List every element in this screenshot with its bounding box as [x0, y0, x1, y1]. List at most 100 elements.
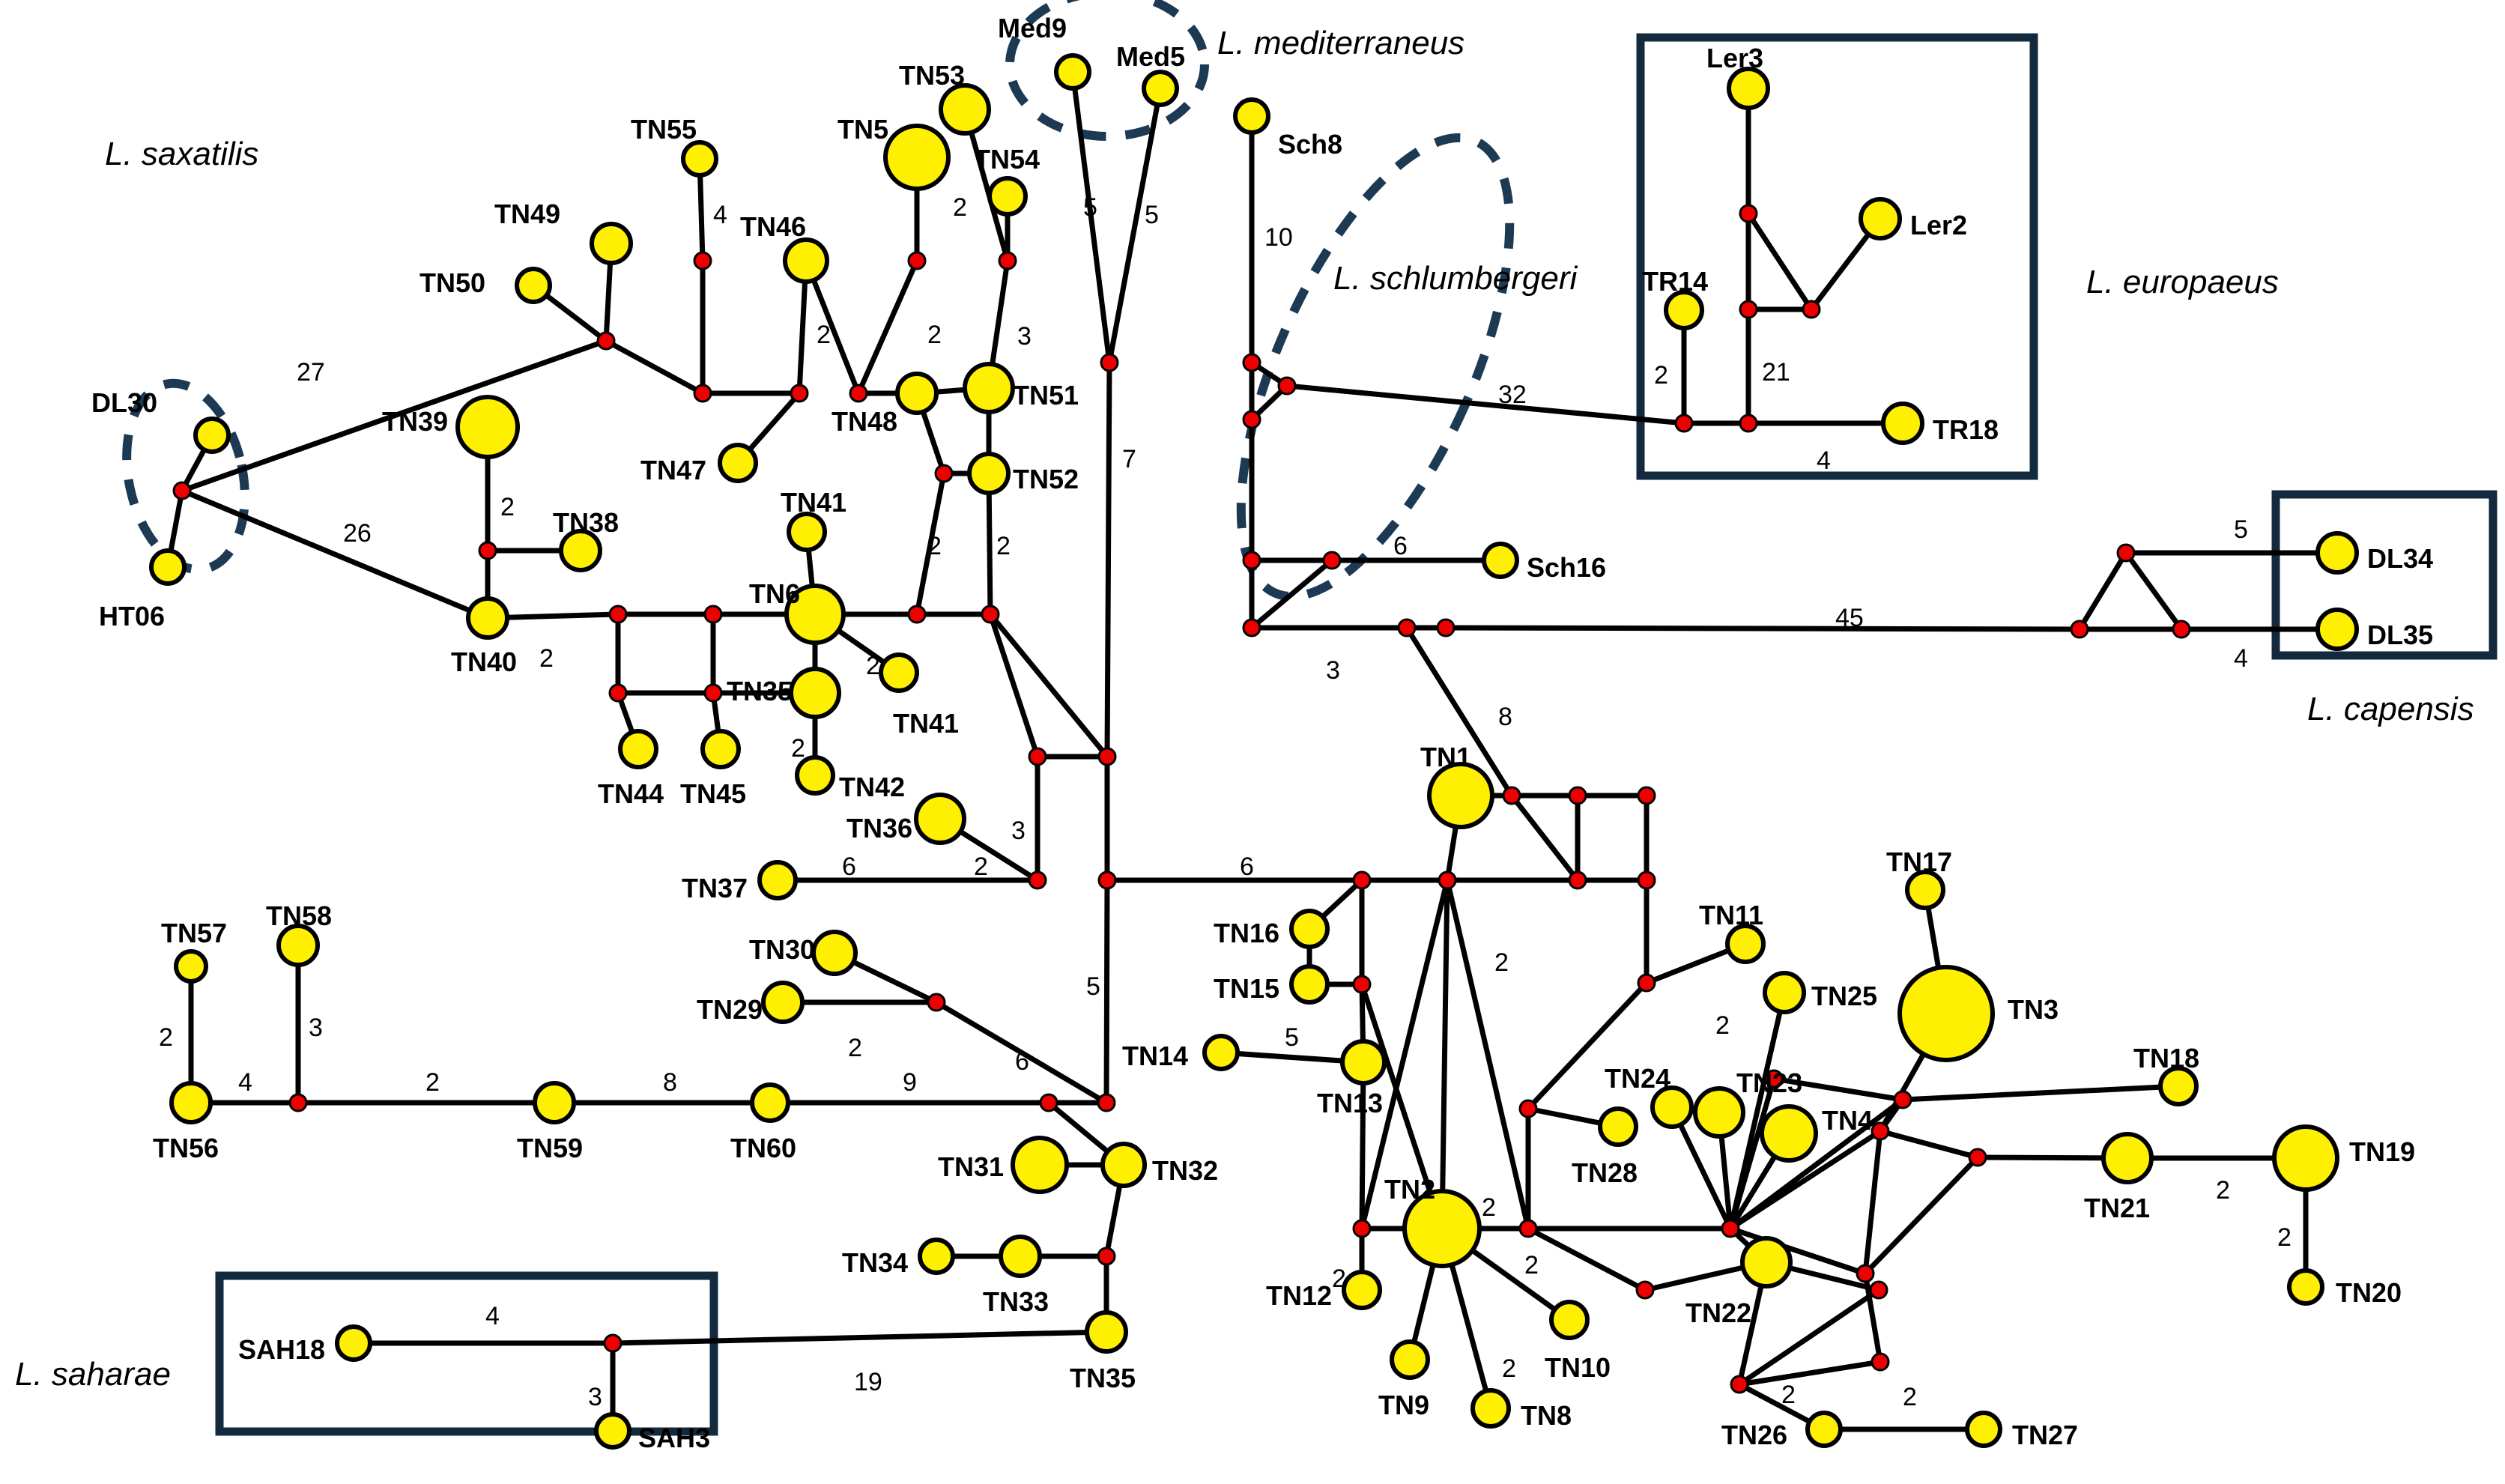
haplotype-node-TN23[interactable] — [1693, 1086, 1745, 1139]
haplotype-node-TN56[interactable] — [169, 1081, 213, 1124]
haplotype-node-TN59[interactable] — [533, 1081, 576, 1124]
haplotype-node-Sch8[interactable] — [1233, 97, 1270, 135]
median-vector-mv45[interactable] — [1438, 870, 1457, 890]
haplotype-node-TN31[interactable] — [1011, 1136, 1069, 1194]
median-vector-mv66[interactable] — [1730, 1375, 1749, 1394]
haplotype-node-TN52[interactable] — [967, 452, 1011, 495]
median-vector-mv17[interactable] — [703, 683, 723, 703]
haplotype-node-TN13[interactable] — [1340, 1039, 1387, 1085]
median-vector-mv57[interactable] — [1721, 1219, 1740, 1238]
haplotype-node-TN15[interactable] — [1289, 964, 1330, 1005]
haplotype-node-TN49[interactable] — [590, 222, 633, 265]
median-vector-mv28[interactable] — [1242, 353, 1261, 372]
haplotype-node-TN45[interactable] — [700, 729, 741, 769]
median-vector-mv46[interactable] — [1502, 786, 1521, 805]
median-vector-mv25[interactable] — [1097, 1093, 1116, 1112]
median-vector-mv38[interactable] — [1802, 300, 1821, 319]
median-vector-mv1[interactable] — [172, 481, 192, 500]
median-vector-mv8[interactable] — [849, 384, 868, 403]
haplotype-node-TN40[interactable] — [466, 596, 509, 640]
haplotype-node-TN6[interactable] — [784, 584, 846, 645]
median-vector-mv49[interactable] — [1568, 870, 1587, 890]
haplotype-node-TN44[interactable] — [618, 729, 658, 769]
median-vector-mv24[interactable] — [1039, 1093, 1058, 1112]
median-vector-mv7[interactable] — [790, 384, 809, 403]
haplotype-node-TN5[interactable] — [883, 124, 951, 191]
haplotype-node-TN38[interactable] — [559, 529, 602, 572]
haplotype-node-TN25[interactable] — [1763, 971, 1806, 1014]
median-vector-mv9[interactable] — [934, 464, 954, 483]
median-vector-mv58[interactable] — [1635, 1280, 1655, 1300]
haplotype-node-TN28[interactable] — [1598, 1106, 1638, 1147]
median-vector-mv43[interactable] — [2172, 620, 2191, 639]
haplotype-node-TN27[interactable] — [1965, 1411, 2002, 1448]
haplotype-node-TN60[interactable] — [750, 1082, 790, 1123]
haplotype-node-TN32[interactable] — [1100, 1142, 1147, 1188]
haplotype-node-TN46[interactable] — [783, 237, 829, 284]
haplotype-node-TN14[interactable] — [1202, 1034, 1240, 1071]
haplotype-node-TR14[interactable] — [1664, 290, 1704, 330]
haplotype-node-DL30[interactable] — [193, 417, 231, 454]
haplotype-node-TN3[interactable] — [1897, 965, 1995, 1062]
haplotype-node-Med5[interactable] — [1142, 70, 1179, 107]
haplotype-node-TN57[interactable] — [174, 949, 208, 984]
median-vector-mv10[interactable] — [1100, 353, 1119, 372]
median-vector-mv12[interactable] — [608, 605, 628, 624]
median-vector-mv52[interactable] — [1352, 975, 1372, 994]
haplotype-node-TN37[interactable] — [757, 860, 798, 900]
median-vector-mv37[interactable] — [1739, 300, 1758, 319]
haplotype-node-TN22[interactable] — [1740, 1236, 1793, 1288]
median-vector-mv39[interactable] — [1674, 414, 1694, 433]
median-vector-mv13[interactable] — [703, 605, 723, 624]
median-vector-mv65[interactable] — [1871, 1352, 1890, 1372]
haplotype-node-TN35[interactable] — [1085, 1310, 1128, 1354]
median-vector-mv27[interactable] — [603, 1333, 623, 1353]
haplotype-node-TN2[interactable] — [1402, 1189, 1482, 1268]
median-vector-mv59[interactable] — [1893, 1090, 1912, 1109]
median-vector-mv54[interactable] — [1352, 1219, 1372, 1238]
haplotype-node-TN12[interactable] — [1342, 1270, 1382, 1310]
median-vector-mv15[interactable] — [981, 605, 1000, 624]
haplotype-node-TR18[interactable] — [1881, 402, 1924, 445]
haplotype-node-DL35[interactable] — [2315, 608, 2359, 651]
median-vector-mv20[interactable] — [1028, 870, 1047, 890]
haplotype-node-TN20[interactable] — [2287, 1268, 2324, 1306]
haplotype-node-TN21[interactable] — [2101, 1132, 2154, 1184]
haplotype-node-TN58[interactable] — [276, 924, 320, 967]
haplotype-node-TN39[interactable] — [455, 395, 520, 459]
haplotype-node-TN51[interactable] — [963, 362, 1015, 414]
median-vector-mv47[interactable] — [1568, 786, 1587, 805]
median-vector-mv53[interactable] — [1518, 1099, 1538, 1118]
haplotype-node-Ler3[interactable] — [1727, 67, 1770, 110]
haplotype-node-TN35[interactable] — [789, 667, 841, 719]
haplotype-node-TN16[interactable] — [1289, 909, 1330, 949]
haplotype-node-TN36[interactable] — [914, 793, 966, 845]
median-vector-mv16[interactable] — [608, 683, 628, 703]
haplotype-node-SAH3[interactable] — [594, 1412, 631, 1450]
haplotype-node-TN41[interactable] — [787, 512, 827, 552]
median-vector-mv50[interactable] — [1637, 870, 1656, 890]
haplotype-node-TN29[interactable] — [761, 981, 805, 1024]
haplotype-node-TN55[interactable] — [681, 140, 718, 178]
median-vector-mv11[interactable] — [478, 541, 497, 560]
median-vector-mv19[interactable] — [1097, 747, 1117, 766]
median-vector-mv36[interactable] — [1739, 204, 1758, 223]
median-vector-mv5[interactable] — [907, 251, 927, 270]
median-vector-mv60[interactable] — [1764, 1069, 1784, 1088]
haplotype-node-TN1[interactable] — [1427, 762, 1494, 829]
haplotype-node-TN47[interactable] — [718, 443, 758, 483]
median-vector-mv3[interactable] — [693, 251, 712, 270]
haplotype-node-TN11[interactable] — [1725, 924, 1766, 964]
median-vector-mv2[interactable] — [596, 331, 616, 351]
haplotype-node-TN17[interactable] — [1905, 870, 1945, 910]
haplotype-node-TN48[interactable] — [895, 372, 939, 415]
median-vector-mv4[interactable] — [693, 384, 712, 403]
haplotype-node-Med9[interactable] — [1054, 53, 1091, 91]
haplotype-node-TN24[interactable] — [1650, 1085, 1694, 1129]
haplotype-node-TN18[interactable] — [2158, 1066, 2199, 1106]
median-vector-mv33[interactable] — [1242, 618, 1261, 637]
haplotype-node-Sch16[interactable] — [1482, 542, 1519, 579]
median-vector-mv48[interactable] — [1637, 786, 1656, 805]
haplotype-node-SAH18[interactable] — [335, 1324, 372, 1362]
haplotype-node-TN30[interactable] — [811, 930, 858, 976]
